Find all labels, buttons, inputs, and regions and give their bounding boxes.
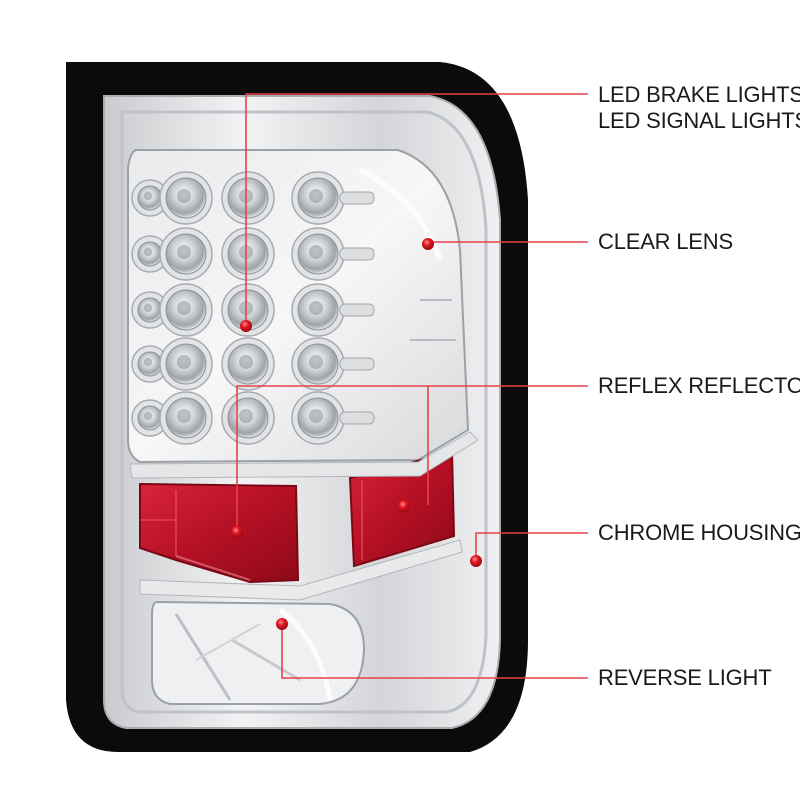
leader-line-chrome-housing (475, 532, 588, 560)
led-bulb (221, 171, 275, 225)
led-bulb (221, 337, 275, 391)
led-bulb (159, 391, 213, 445)
led-bulb (159, 337, 213, 391)
callout-brake-signal-lights: LED BRAKE LIGHTS/ LED SIGNAL LIGHTS (598, 82, 800, 134)
marker-dot-clear-lens (422, 238, 434, 250)
marker-dot-brake-signal (240, 320, 252, 332)
led-bulb (159, 227, 213, 281)
callout-brake-signal-line1: LED BRAKE LIGHTS/ (598, 82, 800, 107)
callout-chrome-housing-label: CHROME HOUSING (598, 520, 800, 545)
leader-line-reflex-left (236, 385, 588, 530)
leader-line-reverse-light (281, 625, 588, 679)
led-bulb (159, 283, 213, 337)
marker-dot-reflex-left (231, 526, 243, 538)
led-bulb (291, 337, 375, 391)
marker-dot-chrome-housing (470, 555, 482, 567)
led-bulb (221, 227, 275, 281)
callout-reverse-light-label: REVERSE LIGHT (598, 665, 772, 690)
leader-lines (236, 93, 588, 679)
callout-chrome-housing: CHROME HOUSING (598, 520, 800, 546)
marker-dot-reflex-right (398, 500, 410, 512)
leader-line-brake-signal (245, 93, 588, 324)
callout-brake-signal-line2: LED SIGNAL LIGHTS (598, 108, 800, 133)
led-bulb (291, 391, 375, 445)
reverse-light-lens (151, 600, 366, 705)
led-bulb (291, 227, 375, 281)
callout-reflex-reflectors: REFLEX REFLECTORS (598, 373, 800, 399)
led-bulb (131, 179, 169, 217)
led-bulb (159, 171, 213, 225)
led-array (131, 171, 375, 445)
led-bulb (291, 283, 375, 337)
callout-clear-lens: CLEAR LENS (598, 229, 733, 255)
led-bulb (131, 345, 169, 383)
callout-reverse-light: REVERSE LIGHT (598, 665, 772, 691)
marker-dots (231, 238, 482, 630)
callout-reflex-reflectors-label: REFLEX REFLECTORS (598, 373, 800, 398)
led-bulb (291, 171, 375, 225)
callout-clear-lens-label: CLEAR LENS (598, 229, 733, 254)
led-bulb (221, 283, 275, 337)
marker-dot-reverse-light (276, 618, 288, 630)
led-bulb (221, 391, 275, 445)
